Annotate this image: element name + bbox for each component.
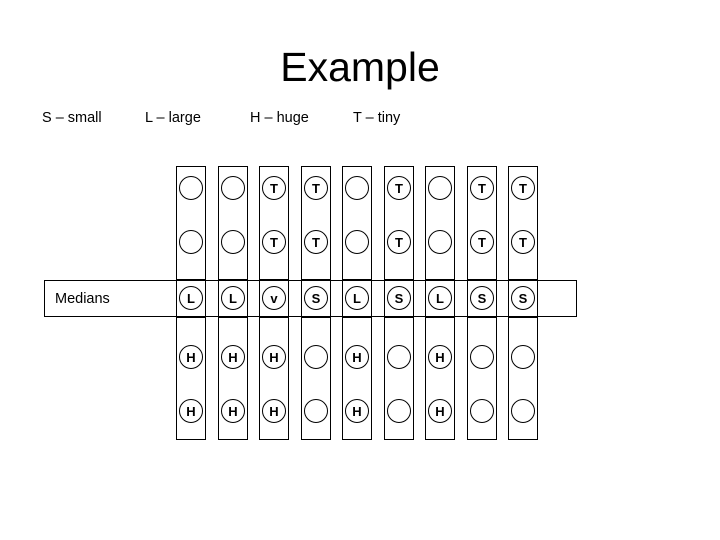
grid-cell-h: H [179, 399, 203, 423]
column-box [384, 166, 414, 280]
column-band-wall [413, 280, 414, 317]
column-band-wall [425, 280, 426, 317]
column-box [467, 317, 497, 440]
grid-cell-l: L [179, 286, 203, 310]
grid-cell-h: H [428, 345, 452, 369]
grid-cell-t: T [262, 176, 286, 200]
column-box [218, 166, 248, 280]
grid-cell-s: S [387, 286, 411, 310]
column-box [301, 317, 331, 440]
column-box [301, 166, 331, 280]
grid-cell-empty [511, 345, 535, 369]
grid-cell-empty [179, 176, 203, 200]
grid-cell-h: H [428, 399, 452, 423]
legend-item-large: L – large [145, 110, 201, 126]
grid-cell-empty [345, 230, 369, 254]
column-band-wall [176, 280, 177, 317]
grid-cell-t: T [470, 230, 494, 254]
column-band-wall [259, 280, 260, 317]
legend-item-small: S – small [42, 110, 102, 126]
grid-cell-l: L [221, 286, 245, 310]
column-box [425, 166, 455, 280]
grid-cell-l: L [428, 286, 452, 310]
column-box [259, 317, 289, 440]
legend-item-huge: H – huge [250, 110, 309, 126]
grid-cell-empty [387, 345, 411, 369]
column-box [218, 317, 248, 440]
column-band-wall [247, 280, 248, 317]
grid-cell-t: T [304, 230, 328, 254]
grid-cell-t: T [511, 230, 535, 254]
grid-cell-s: S [511, 286, 535, 310]
grid-cell-h: H [262, 399, 286, 423]
column-box [342, 317, 372, 440]
column-band-wall [342, 280, 343, 317]
column-box [467, 166, 497, 280]
column-band-wall [205, 280, 206, 317]
page-title: Example [280, 44, 440, 90]
grid-cell-h: H [221, 399, 245, 423]
column-box [176, 166, 206, 280]
column-band-wall [384, 280, 385, 317]
column-band-wall [537, 280, 538, 317]
grid-cell-h: H [179, 345, 203, 369]
column-band-wall [301, 280, 302, 317]
column-band-wall [496, 280, 497, 317]
column-band-wall [288, 280, 289, 317]
grid-cell-empty [179, 230, 203, 254]
grid-cell-t: T [511, 176, 535, 200]
legend-item-tiny: T – tiny [353, 110, 401, 126]
column-band-wall [218, 280, 219, 317]
grid-cell-t: T [387, 176, 411, 200]
column-band-wall [371, 280, 372, 317]
grid-cell-t: T [304, 176, 328, 200]
grid-cell-t: T [470, 176, 494, 200]
column-box [425, 317, 455, 440]
grid-cell-h: H [221, 345, 245, 369]
column-box [384, 317, 414, 440]
grid-cell-l: L [345, 286, 369, 310]
grid-cell-empty [304, 399, 328, 423]
grid-cell-h: H [345, 399, 369, 423]
grid-cell-t: T [262, 230, 286, 254]
grid-cell-empty [428, 230, 452, 254]
grid-cell-empty [221, 230, 245, 254]
grid-cell-s: S [470, 286, 494, 310]
grid-cell-empty [221, 176, 245, 200]
legend: S – small L – large H – huge T – tiny [42, 108, 682, 130]
column-band-wall [454, 280, 455, 317]
grid-cell-v: v [262, 286, 286, 310]
column-band-wall [330, 280, 331, 317]
column-box [508, 317, 538, 440]
column-band-wall [467, 280, 468, 317]
grid-cell-empty [387, 399, 411, 423]
grid-cell-h: H [262, 345, 286, 369]
column-band-wall [508, 280, 509, 317]
grid-cell-empty [470, 345, 494, 369]
column-box [176, 317, 206, 440]
column-box [259, 166, 289, 280]
grid-cell-t: T [387, 230, 411, 254]
column-box [342, 166, 372, 280]
grid-cell-s: S [304, 286, 328, 310]
grid-cell-empty [470, 399, 494, 423]
column-box [508, 166, 538, 280]
grid-cell-empty [304, 345, 328, 369]
grid-cell-h: H [345, 345, 369, 369]
grid-cell-empty [428, 176, 452, 200]
grid-cell-empty [345, 176, 369, 200]
grid-cell-empty [511, 399, 535, 423]
medians-label: Medians [55, 291, 110, 307]
